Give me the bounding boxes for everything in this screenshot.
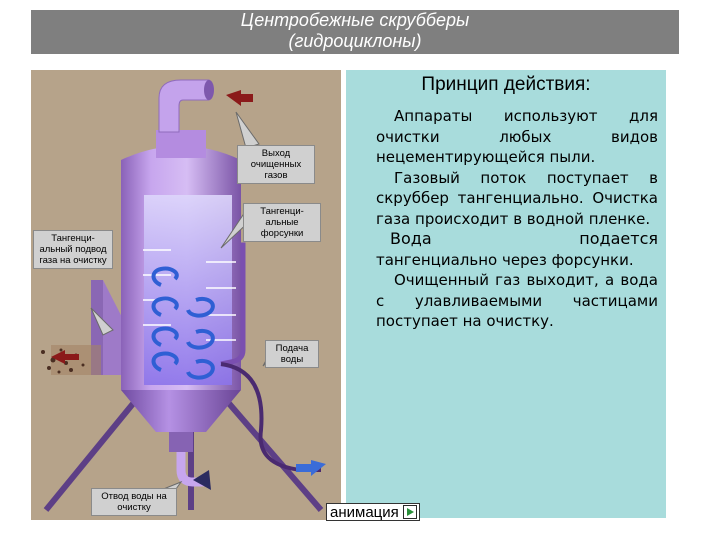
gas-outlet-arrow bbox=[226, 90, 253, 106]
vessel-top-cap bbox=[156, 130, 206, 158]
paragraph-gas-flow: Газовый поток поступает в скруббер танге… bbox=[376, 168, 658, 228]
scrubber-illustration: Выход очищенных газов Тангенци-альные фо… bbox=[31, 70, 341, 520]
gas-inlet-arrow bbox=[51, 350, 79, 364]
slide-title: Центробежные скрубберы (гидроциклоны) bbox=[31, 10, 679, 54]
drain-pipe bbox=[176, 452, 206, 487]
water-supply-pipe bbox=[220, 242, 246, 367]
water-word: Вода bbox=[390, 229, 432, 248]
label-gas-inlet: Тангенци-альный подвод газа на очистку bbox=[33, 230, 113, 269]
paragraph-outlet: Очищенный газ выходит, а вода с улавлива… bbox=[376, 271, 658, 330]
gas-inlet-duct bbox=[51, 280, 126, 375]
paragraph-nozzles: тангенциально через форсунки. bbox=[376, 250, 634, 269]
title-line-1: Центробежные скрубберы bbox=[240, 10, 470, 30]
panel-heading: Принцип действия: bbox=[421, 74, 591, 95]
play-icon bbox=[402, 505, 417, 519]
panel-body: Аппараты используют для очистки любых ви… bbox=[376, 106, 658, 332]
outlet-pipe bbox=[158, 79, 210, 133]
title-line-2: (гидроциклоны) bbox=[288, 31, 422, 51]
label-water-feed: Подача воды bbox=[265, 340, 319, 368]
water-verb: подается bbox=[579, 229, 658, 248]
vessel-cone bbox=[121, 390, 241, 432]
animation-button-label: анимация bbox=[330, 503, 399, 521]
paragraph-water: Вода подается bbox=[376, 229, 658, 250]
paragraph-usage: Аппараты используют для очистки любых ви… bbox=[376, 107, 658, 166]
swirl-arrows bbox=[151, 266, 215, 380]
water-return-loop bbox=[220, 362, 321, 472]
label-water-drain: Отвод воды на очистку bbox=[91, 488, 177, 516]
scrubber-diagram bbox=[41, 79, 326, 512]
principle-panel: Принцип действия: Аппараты используют дл… bbox=[346, 70, 666, 518]
water-in-arrow bbox=[296, 460, 326, 476]
label-gas-outlet: Выход очищенных газов bbox=[237, 145, 315, 184]
animation-button[interactable]: анимация bbox=[326, 503, 420, 521]
label-tangential-nozzles: Тангенци-альные форсунки bbox=[243, 203, 321, 242]
water-out-arrow bbox=[193, 470, 211, 490]
